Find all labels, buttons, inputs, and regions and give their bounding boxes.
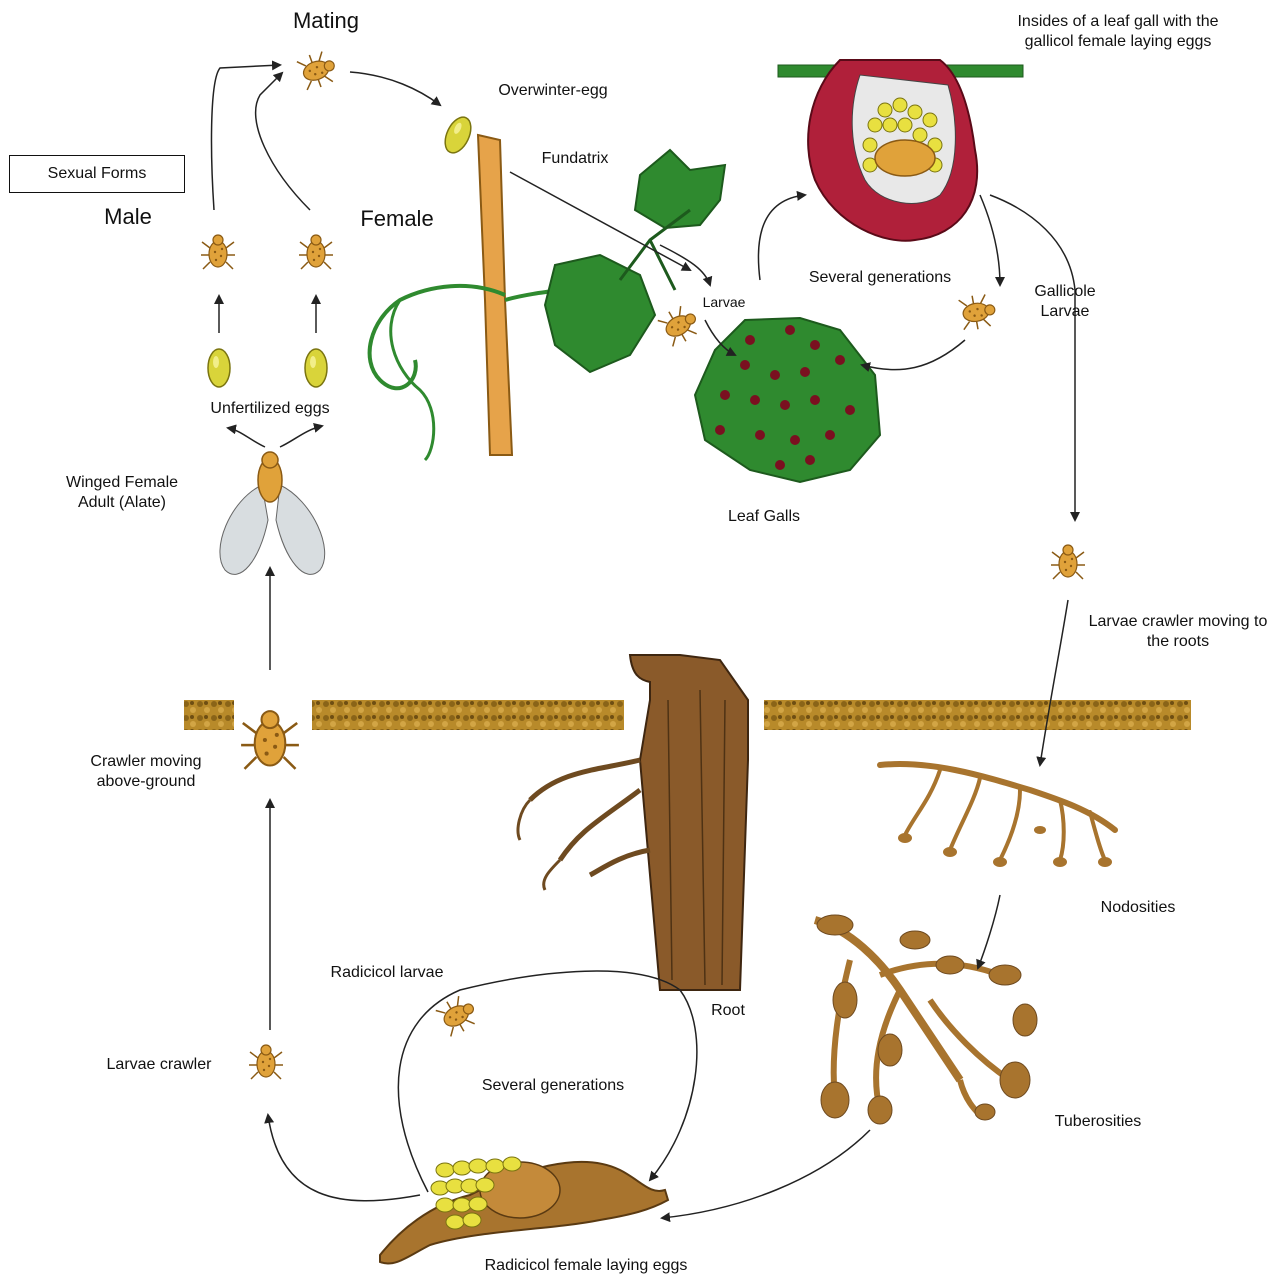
fundatrix-label: Fundatrix [542,149,609,169]
gallicole-larvae-label: Gallicole Larvae [1025,282,1105,322]
gall-cross-section [778,60,1023,241]
tuberosities-roots [815,915,1037,1124]
winged-female-label: Winged Female Adult (Alate) [52,473,192,513]
root-label: Root [711,1001,745,1021]
radicicol-larvae-label: Radicicol larvae [331,963,444,983]
leaf-galls-label: Leaf Galls [728,507,800,527]
tuberosities-label: Tuberosities [1055,1112,1142,1132]
female-label: Female [360,206,433,232]
crawler-above-ground-label: Crawler moving above-ground [81,752,211,792]
gall-inside-label: Insides of a leaf gall with the gallicol… [998,12,1238,52]
radicicol-female-label: Radicicol female laying eggs [485,1256,688,1276]
larvae-label: Larvae [703,292,746,312]
radicicol-root [380,1157,668,1264]
larvae-crawler-label: Larvae crawler [107,1055,212,1075]
several-generations-bottom-label: Several generations [482,1076,624,1096]
cycle-arrows [212,65,1075,1218]
mating-label: Mating [293,8,359,34]
larvae-crawler-roots-label: Larvae crawler moving to the roots [1083,612,1273,652]
male-label: Male [104,204,152,230]
winged-female-alate [220,452,325,574]
overwinter-egg-label: Overwinter-egg [498,81,607,101]
nodosities-roots [880,764,1115,867]
galled-leaf [695,318,880,482]
nodosities-label: Nodosities [1101,898,1176,918]
sexual-forms-box: Sexual Forms [9,155,185,193]
sexual-forms-label: Sexual Forms [48,165,147,183]
upper-leaves [545,150,725,372]
several-generations-top-label: Several generations [809,268,951,288]
eggs [208,113,476,387]
unfertilized-eggs-label: Unfertilized eggs [210,399,329,419]
